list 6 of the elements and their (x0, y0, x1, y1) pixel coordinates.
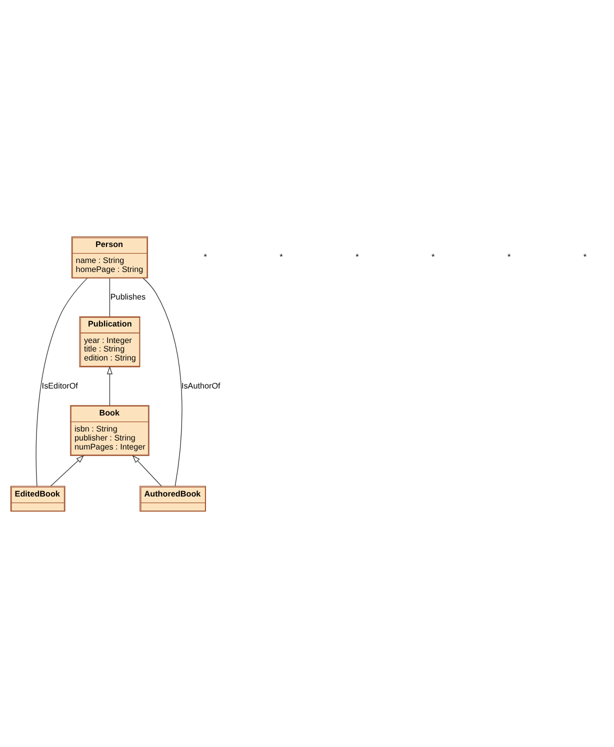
connector (109, 277, 110, 316)
arrow (50, 454, 84, 486)
connector (36, 277, 88, 486)
arrow (106, 366, 113, 406)
connector (142, 277, 182, 486)
arrow (132, 454, 162, 486)
